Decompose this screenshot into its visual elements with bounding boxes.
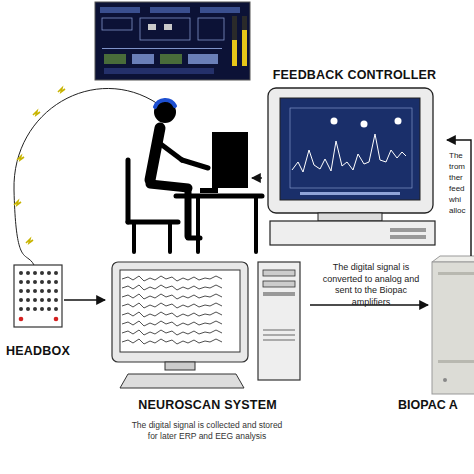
illustrated-node: NEUROSCAN SYSTEM The digital signal is co…: [105, 252, 310, 470]
person-at-desk: [128, 100, 262, 252]
flow-arrow: [64, 299, 105, 300]
feedback-computer: [268, 88, 435, 245]
node-heading: HEADBOX: [6, 344, 70, 359]
node-heading: FEEDBACK CONTROLLER: [262, 68, 447, 83]
illustrated-node: HEADBOX: [12, 262, 64, 360]
illustrated-node: FEEDBACK CONTROLLER: [262, 68, 447, 248]
node-heading: BIOPAC A: [398, 398, 474, 413]
cut-off-note: The trom ther feed whi alloc: [449, 150, 470, 216]
biopac-amplifier: [432, 256, 474, 394]
edge-label: The digital signal is converted to analo…: [316, 262, 426, 308]
neuroscan-computer: [112, 262, 300, 388]
feedback-arrow: [252, 177, 262, 178]
electrode-wire: [14, 88, 158, 265]
headbox-device: [14, 265, 62, 327]
dashboard-screen: [95, 2, 250, 80]
node-caption: The digital signal is collected and stor…: [127, 420, 287, 442]
illustrated-node: BIOPAC A: [428, 256, 474, 406]
node-heading: NEUROSCAN SYSTEM: [105, 398, 310, 413]
flow-arrow: [447, 140, 471, 256]
